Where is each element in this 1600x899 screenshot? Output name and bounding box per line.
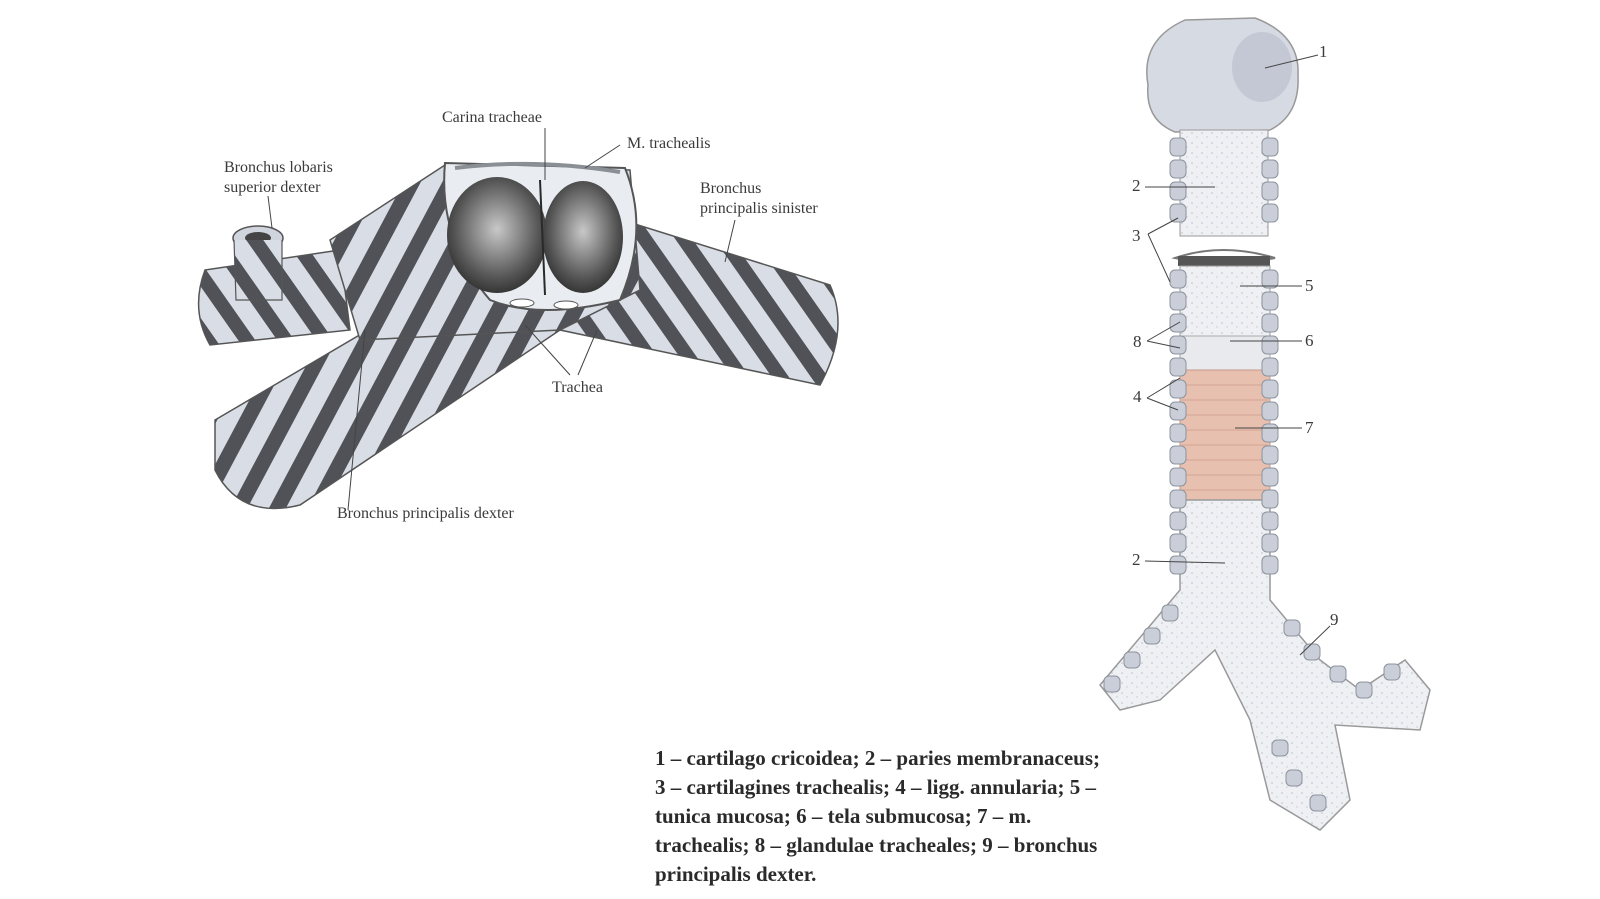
label-bronchus-lobaris-line2: superior dexter: [224, 179, 321, 196]
legend-line: trachealis; 8 – glandulae tracheales; 9 …: [655, 833, 1098, 857]
label-bronchus-sinister-line1: Bronchus: [700, 180, 762, 197]
upper-trachea-segment: [1179, 129, 1269, 237]
number-2-lower: 2: [1132, 550, 1141, 569]
right-lumen: [447, 177, 547, 293]
number-6: 6: [1305, 331, 1314, 350]
legend-line: 1 – cartilago cricoidea; 2 – paries memb…: [655, 746, 1100, 770]
legend-line: tunica mucosa; 6 – tela submucosa; 7 – m…: [655, 804, 1032, 828]
number-9: 9: [1330, 610, 1339, 629]
tela-submucosa-segment: [1179, 335, 1271, 371]
trachealis-muscle-segment: [1179, 369, 1271, 501]
label-carina-tracheae: Carina tracheae: [442, 109, 542, 126]
label-trachea: Trachea: [552, 379, 603, 396]
label-bronchus-lobaris-line1: Bronchus lobaris: [224, 159, 333, 176]
legend-line: 3 – cartilagines trachealis; 4 – ligg. a…: [655, 775, 1096, 799]
label-bronchus-principalis-dexter: Bronchus principalis dexter: [337, 505, 514, 522]
number-8: 8: [1133, 332, 1142, 351]
legend-line: principalis dexter.: [655, 862, 817, 886]
label-bronchus-sinister-line2: principalis sinister: [700, 200, 818, 217]
label-m-trachealis: M. trachealis: [627, 135, 711, 152]
number-7: 7: [1305, 418, 1314, 437]
tunica-mucosa-segment: [1179, 265, 1271, 337]
figure-legend: 1 – cartilago cricoidea; 2 – paries memb…: [655, 744, 1215, 889]
number-2-upper: 2: [1132, 176, 1141, 195]
number-1: 1: [1319, 42, 1328, 61]
number-4: 4: [1133, 387, 1142, 406]
left-lumen: [543, 181, 623, 293]
number-3: 3: [1132, 226, 1141, 245]
lower-trachea-bifurcation-shape: [1099, 499, 1431, 831]
number-5: 5: [1305, 276, 1314, 295]
